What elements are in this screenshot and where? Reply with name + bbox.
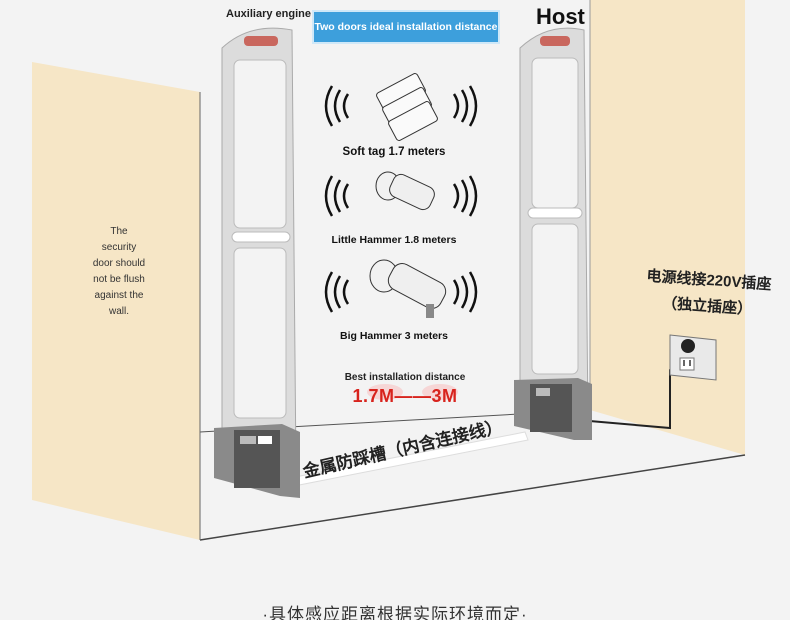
- host-gate: [514, 27, 592, 440]
- distance-range: 1.7M——3M: [352, 386, 458, 406]
- power-socket-icon: [669, 334, 717, 381]
- wall-note: The security door should not be flush ag…: [92, 226, 146, 317]
- auxiliary-engine-label: Auxiliary engine: [226, 8, 311, 20]
- soft-tag-icon: [376, 73, 438, 141]
- little-hammer-icon: [375, 171, 435, 211]
- soft-tag-caption: Soft tag 1.7 meters: [342, 146, 446, 158]
- signal-wave-icon: [324, 85, 478, 127]
- right-wall: [590, 0, 745, 455]
- little-hammer-caption: Little Hammer 1.8 meters: [331, 234, 457, 246]
- footer-note: ·具体感应距离根据实际环境而定·: [262, 605, 528, 620]
- auxiliary-gate: [214, 27, 300, 498]
- big-hammer-caption: Big Hammer 3 meters: [340, 330, 448, 342]
- title-banner: Two doors ideal installation distance: [314, 12, 498, 42]
- signal-wave-icon: [324, 271, 478, 313]
- power-socket-note: 电源线接220V插座 （独立插座）: [626, 262, 789, 325]
- signal-wave-icon: [324, 175, 478, 217]
- left-wall: [32, 62, 200, 540]
- big-hammer-icon: [369, 259, 447, 318]
- best-distance-label: Best installation distance: [344, 372, 466, 383]
- host-label: Host: [536, 4, 585, 29]
